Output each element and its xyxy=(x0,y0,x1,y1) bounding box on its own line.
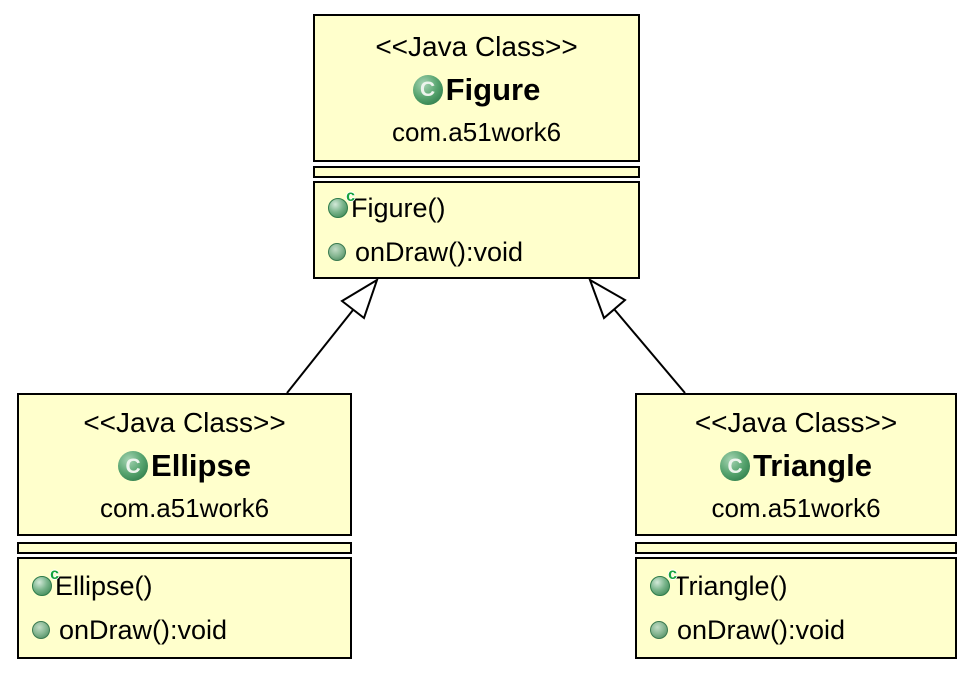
attributes-compartment-triangle xyxy=(635,542,957,554)
class-name: Ellipse xyxy=(151,448,251,483)
class-box-figure[interactable]: <<Java Class>> C Figure com.a51work6 c F… xyxy=(313,14,640,279)
method-label: Triangle() xyxy=(673,570,788,601)
method-row-constructor: c Ellipse() xyxy=(32,566,350,602)
class-name: Triangle xyxy=(753,448,872,483)
methods-compartment-triangle: c Triangle() onDraw():void xyxy=(635,557,957,659)
class-name-row: C Ellipse xyxy=(118,448,251,484)
stereotype-label: <<Java Class>> xyxy=(694,407,898,438)
method-row-ondraw: onDraw():void xyxy=(650,615,955,646)
method-row-ondraw: onDraw():void xyxy=(32,615,350,646)
constructor-badge: c xyxy=(668,566,677,583)
package-label: com.a51work6 xyxy=(711,493,881,523)
class-name: Figure xyxy=(445,71,541,107)
method-label: Figure() xyxy=(351,192,446,223)
attributes-compartment-figure xyxy=(313,166,640,178)
class-name-row: C Figure xyxy=(412,71,541,108)
stereotype-label: <<Java Class>> xyxy=(375,30,578,62)
method-row-constructor: c Triangle() xyxy=(650,566,955,602)
methods-compartment-figure: c Figure() onDraw():void xyxy=(313,181,640,279)
stereotype-label: <<Java Class>> xyxy=(83,407,286,438)
java-class-icon: C xyxy=(720,451,751,481)
java-class-icon: C xyxy=(412,74,443,105)
class-header-ellipse: <<Java Class>> C Ellipse com.a51work6 xyxy=(17,393,352,536)
method-label: onDraw():void xyxy=(677,614,846,645)
method-label: Ellipse() xyxy=(55,570,153,601)
class-box-triangle[interactable]: <<Java Class>> C Triangle com.a51work6 c… xyxy=(635,393,957,659)
method-row-ondraw: onDraw():void xyxy=(328,237,638,268)
method-label: onDraw():void xyxy=(355,236,524,267)
constructor-method-icon: c xyxy=(650,566,677,596)
attributes-compartment-ellipse xyxy=(17,542,352,554)
class-header-triangle: <<Java Class>> C Triangle com.a51work6 xyxy=(635,393,957,536)
class-name-row: C Triangle xyxy=(720,448,872,484)
constructor-badge: c xyxy=(50,566,59,583)
public-method-icon xyxy=(650,621,668,639)
methods-compartment-ellipse: c Ellipse() onDraw():void xyxy=(17,557,352,659)
java-class-icon: C xyxy=(118,451,149,481)
constructor-badge: c xyxy=(346,188,355,205)
package-label: com.a51work6 xyxy=(391,116,562,147)
class-box-ellipse[interactable]: <<Java Class>> C Ellipse com.a51work6 c … xyxy=(17,393,352,659)
constructor-method-icon: c xyxy=(328,188,355,218)
class-header-figure: <<Java Class>> C Figure com.a51work6 xyxy=(313,14,640,162)
generalization-arrow-triangle-to-figure[interactable] xyxy=(588,277,686,394)
constructor-method-icon: c xyxy=(32,566,59,596)
package-label: com.a51work6 xyxy=(99,493,270,523)
public-method-icon xyxy=(328,243,346,261)
method-row-constructor: c Figure() xyxy=(328,188,638,224)
method-label: onDraw():void xyxy=(59,614,228,645)
public-method-icon xyxy=(32,621,50,639)
generalization-arrow-ellipse-to-figure[interactable] xyxy=(286,277,379,394)
